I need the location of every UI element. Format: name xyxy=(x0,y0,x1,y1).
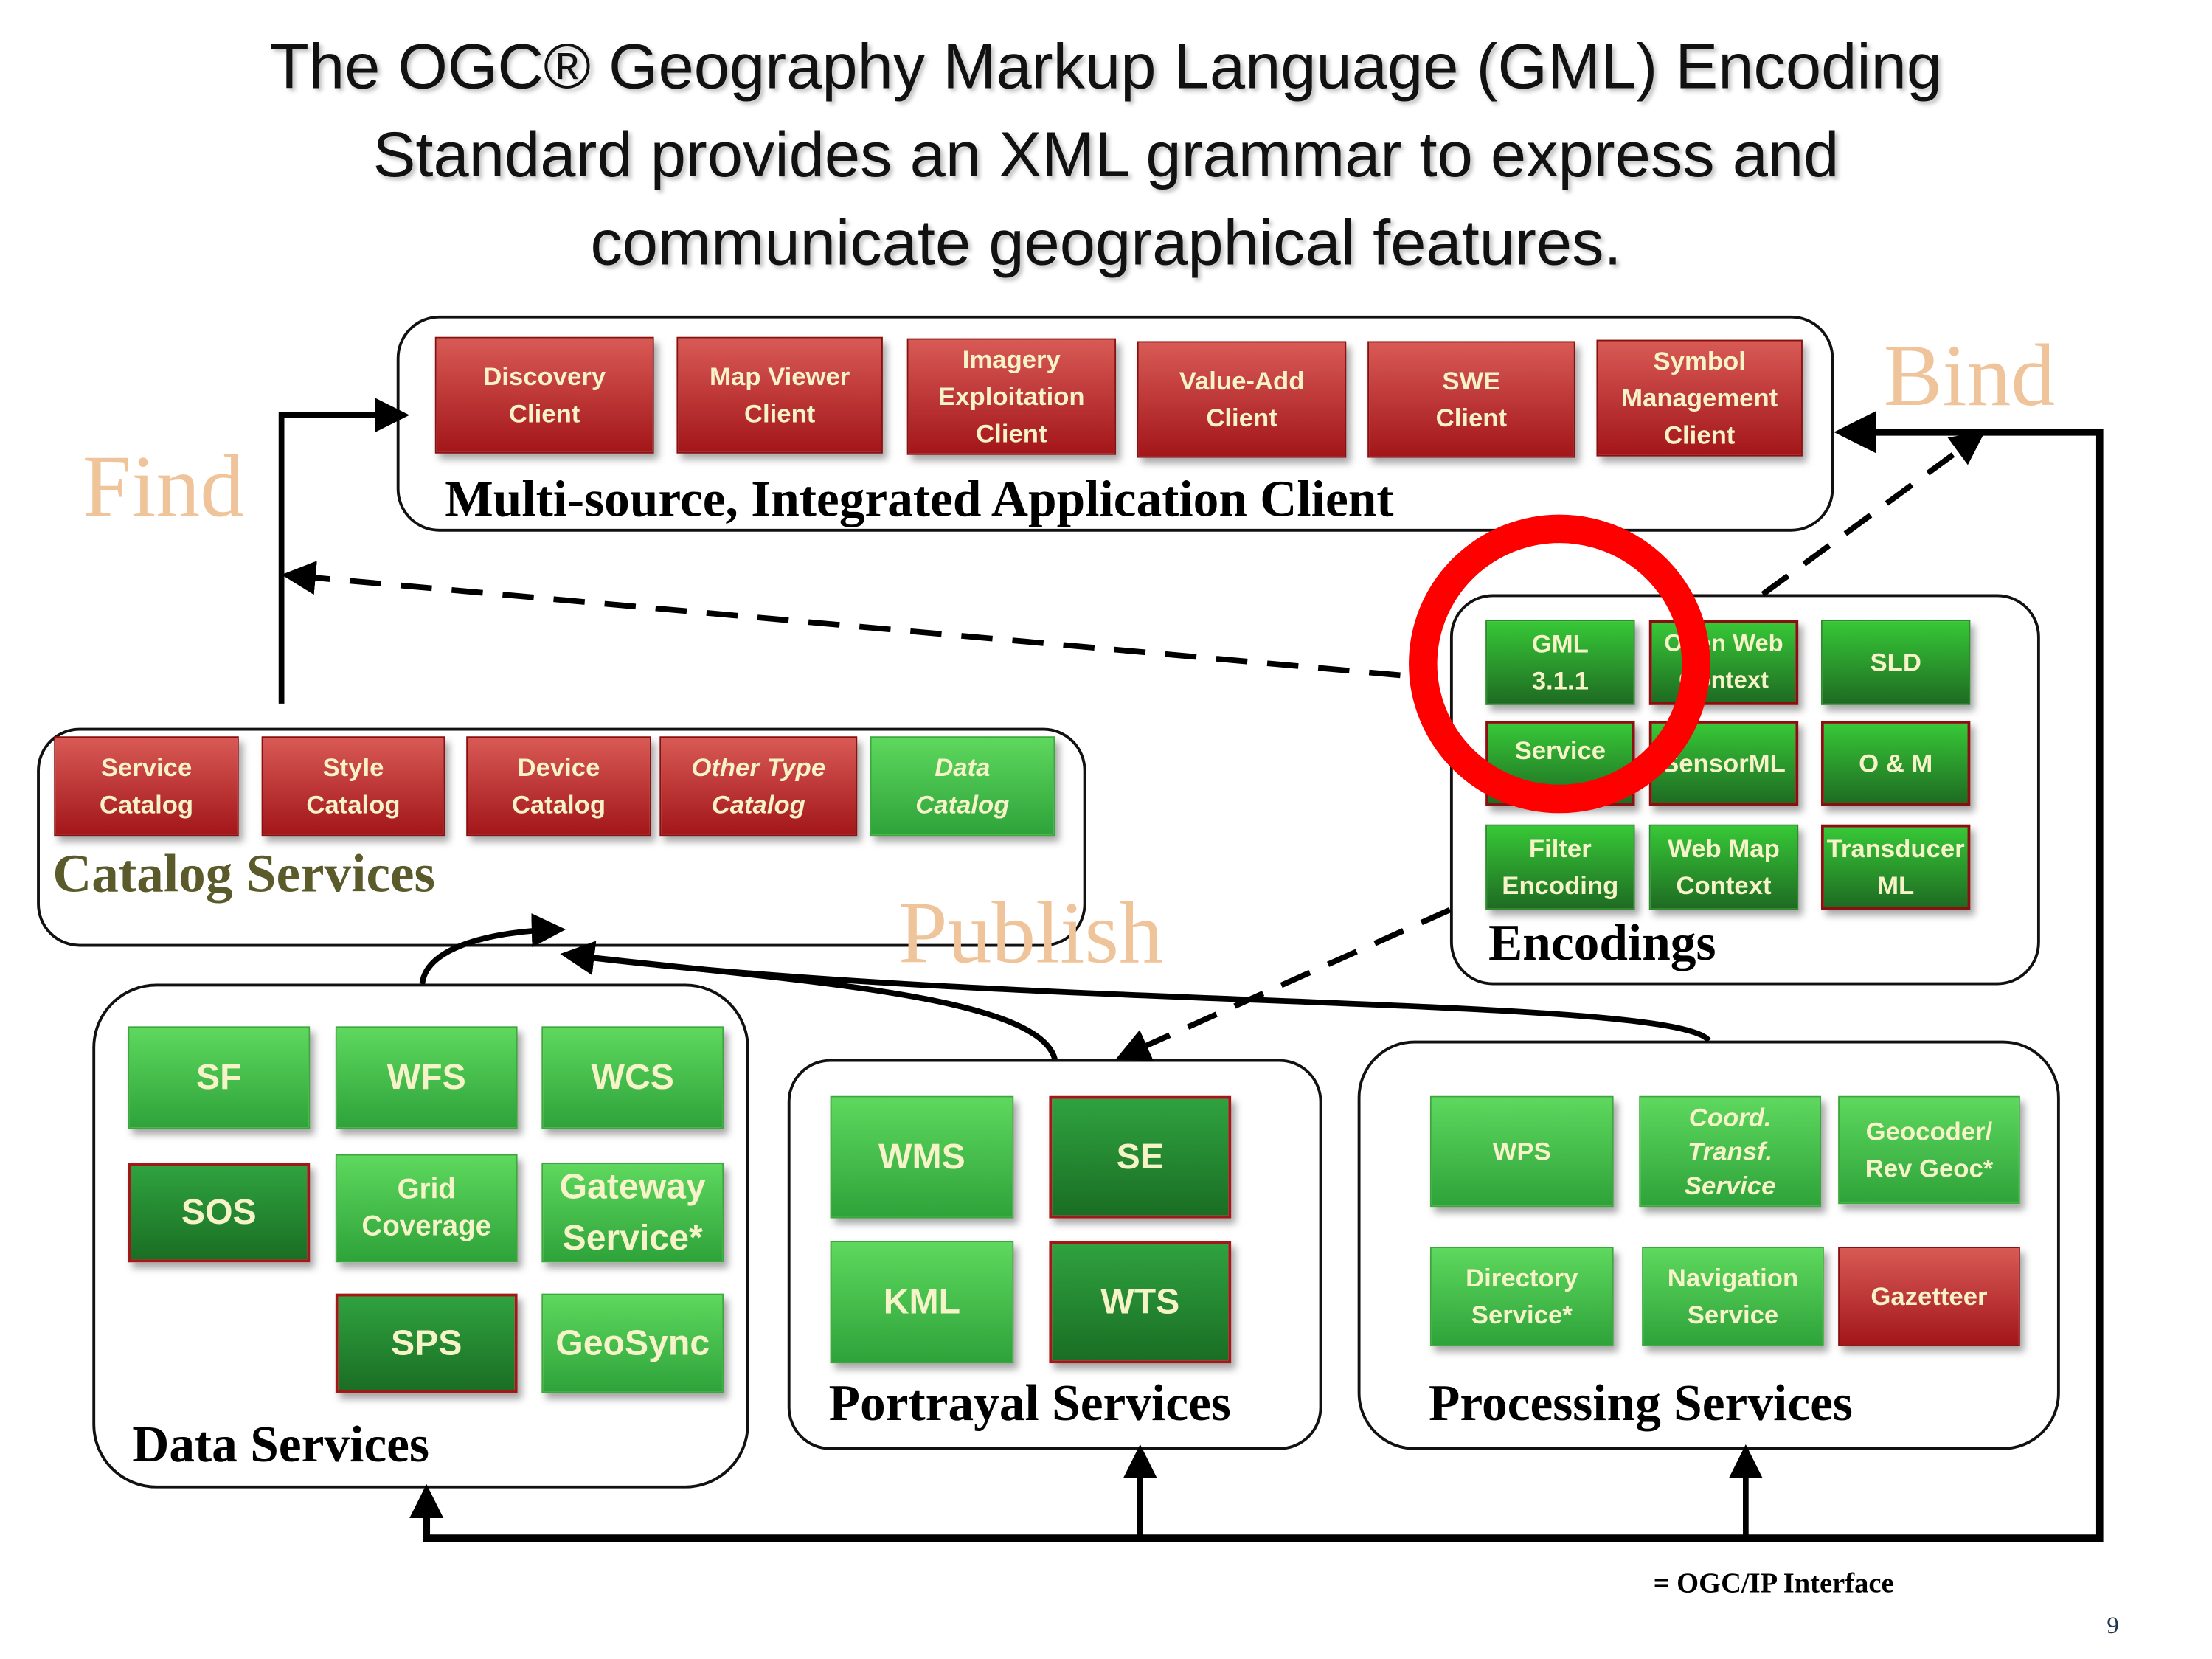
swe-client[interactable]: SWE Client xyxy=(1367,341,1575,458)
symbol-management-client[interactable]: Symbol Management Client xyxy=(1596,339,1803,457)
se-service[interactable]: SE xyxy=(1049,1095,1232,1219)
om-encoding[interactable]: O & M xyxy=(1820,721,1971,806)
style-catalog[interactable]: Style Catalog xyxy=(261,736,445,837)
data-services-label: Data Services xyxy=(132,1416,429,1473)
title-line: communicate geographical features. xyxy=(590,206,1622,279)
wts-service[interactable]: WTS xyxy=(1049,1241,1232,1364)
page-number: 9 xyxy=(2107,1612,2119,1639)
gml-encoding[interactable]: GML 3.1.1 xyxy=(1485,620,1635,705)
other-type-catalog[interactable]: Other Type Catalog xyxy=(659,736,858,837)
map-viewer-client[interactable]: Map Viewer Client xyxy=(676,336,883,454)
sos-service[interactable]: SOS xyxy=(128,1163,311,1263)
find-arrow xyxy=(278,398,410,704)
bind-dashed-arrow xyxy=(1761,431,1986,597)
wcs-service[interactable]: WCS xyxy=(541,1026,724,1129)
title-line: The OGC® Geography Markup Language (GML)… xyxy=(269,30,1943,103)
publish-curve xyxy=(560,941,1711,1043)
publish-curve xyxy=(419,912,566,985)
find-dashed-arrow xyxy=(281,561,1401,679)
filter-encoding[interactable]: Filter Encoding xyxy=(1485,824,1635,910)
title-line: Standard provides an XML grammar to expr… xyxy=(372,117,1840,191)
client-label: Multi-source, Integrated Application Cli… xyxy=(445,470,1394,527)
sps-service[interactable]: SPS xyxy=(335,1293,518,1393)
wfs-service[interactable]: WFS xyxy=(335,1026,518,1129)
slide-title: The OGC® Geography Markup Language (GML)… xyxy=(0,23,2212,287)
kml-service[interactable]: KML xyxy=(830,1241,1014,1364)
publish-label: Publish xyxy=(898,885,1163,983)
gateway-service[interactable]: Gateway Service* xyxy=(541,1163,724,1263)
grid-coverage-service[interactable]: Grid Coverage xyxy=(335,1154,518,1263)
coord-transf-service[interactable]: Coord. Transf. Service xyxy=(1639,1095,1821,1208)
value-add-client[interactable]: Value-Add Client xyxy=(1137,341,1347,458)
transducer-ml-encoding[interactable]: Transducer ML xyxy=(1820,824,1971,910)
geocoder-service[interactable]: Geocoder/ Rev Geoc* xyxy=(1838,1095,2020,1205)
portrayal-label: Portrayal Services xyxy=(828,1374,1231,1432)
wps-service[interactable]: WPS xyxy=(1429,1095,1614,1208)
processing-label: Processing Services xyxy=(1429,1374,1853,1432)
sld-encoding[interactable]: SLD xyxy=(1820,620,1971,705)
web-map-context-encoding[interactable]: Web Map Context xyxy=(1648,824,1799,910)
bind-label: Bind xyxy=(1883,328,2056,426)
directory-service[interactable]: Directory Service* xyxy=(1429,1247,1614,1346)
imagery-exploitation-client[interactable]: Imagery Exploitation Client xyxy=(906,338,1117,455)
legend-text: = OGC/IP Interface xyxy=(1653,1568,1894,1599)
encodings-label: Encodings xyxy=(1488,914,1716,971)
wms-service[interactable]: WMS xyxy=(830,1095,1014,1219)
gazetteer-service[interactable]: Gazetteer xyxy=(1838,1247,2020,1346)
data-catalog[interactable]: Data Catalog xyxy=(870,736,1055,837)
sf-service[interactable]: SF xyxy=(128,1026,311,1129)
publish-dashed-arrow xyxy=(1115,907,1452,1061)
discovery-client[interactable]: Discovery Client xyxy=(434,336,654,454)
device-catalog[interactable]: Device Catalog xyxy=(466,736,651,837)
navigation-service[interactable]: Navigation Service xyxy=(1642,1247,1824,1346)
service-catalog[interactable]: Service Catalog xyxy=(54,736,239,837)
find-label: Find xyxy=(82,439,244,536)
catalog-label: Catalog Services xyxy=(52,844,435,904)
highlight-circle xyxy=(1409,514,1710,814)
geosync-service[interactable]: GeoSync xyxy=(541,1293,724,1393)
